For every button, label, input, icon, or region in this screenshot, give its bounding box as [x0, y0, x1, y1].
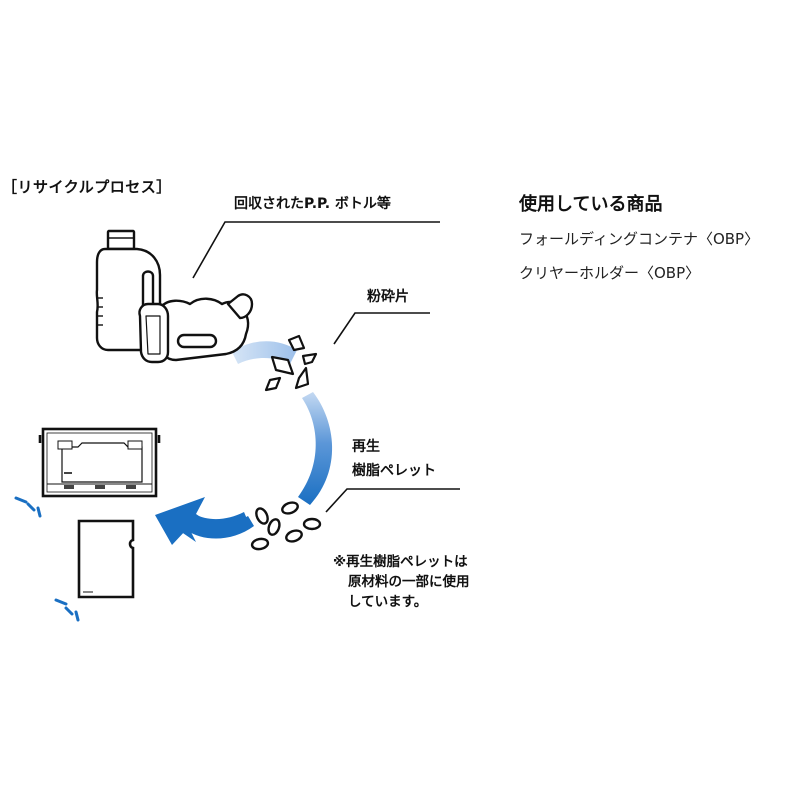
label-pellets-line1: 再生: [352, 439, 380, 455]
footnote-line3: しています。: [348, 594, 428, 610]
leader-line-pellets: [325, 488, 460, 513]
pellets-icon: [250, 501, 322, 551]
flakes-icon: [264, 334, 318, 392]
arrow-head-icon: [155, 497, 254, 545]
products-section: 使用している商品 フォールディングコンテナ〈OBP〉 クリヤーホルダー〈OBP〉: [519, 190, 759, 296]
label-collected-bottles: 回収されたP.P. ボトル等: [234, 196, 391, 212]
clear-holder-icon: [77, 519, 135, 599]
footnote-line1: ※再生樹脂ペレットは: [333, 554, 468, 570]
label-flakes: 粉砕片: [367, 289, 409, 305]
page-title: ［リサイクルプロセス］: [2, 178, 172, 196]
arc-right-segment: [298, 392, 333, 505]
leader-line-flakes: [333, 312, 430, 345]
folding-container-icon: [38, 427, 161, 498]
product-item-clear-holder: クリヤーホルダー〈OBP〉: [519, 264, 701, 282]
sparkle-marks-icon: [14, 496, 80, 622]
footnote-line2: 原材料の一部に使用: [348, 574, 470, 590]
products-heading: 使用している商品: [519, 194, 663, 215]
footnote: ※再生樹脂ペレットは 原材料の一部に使用 しています。: [333, 552, 470, 612]
bottle-lying-icon: [138, 293, 254, 364]
leader-line-bottles: [192, 221, 440, 279]
label-pellets-line2: 樹脂ペレット: [352, 463, 436, 479]
product-item-folding-container: フォールディングコンテナ〈OBP〉: [519, 230, 760, 248]
